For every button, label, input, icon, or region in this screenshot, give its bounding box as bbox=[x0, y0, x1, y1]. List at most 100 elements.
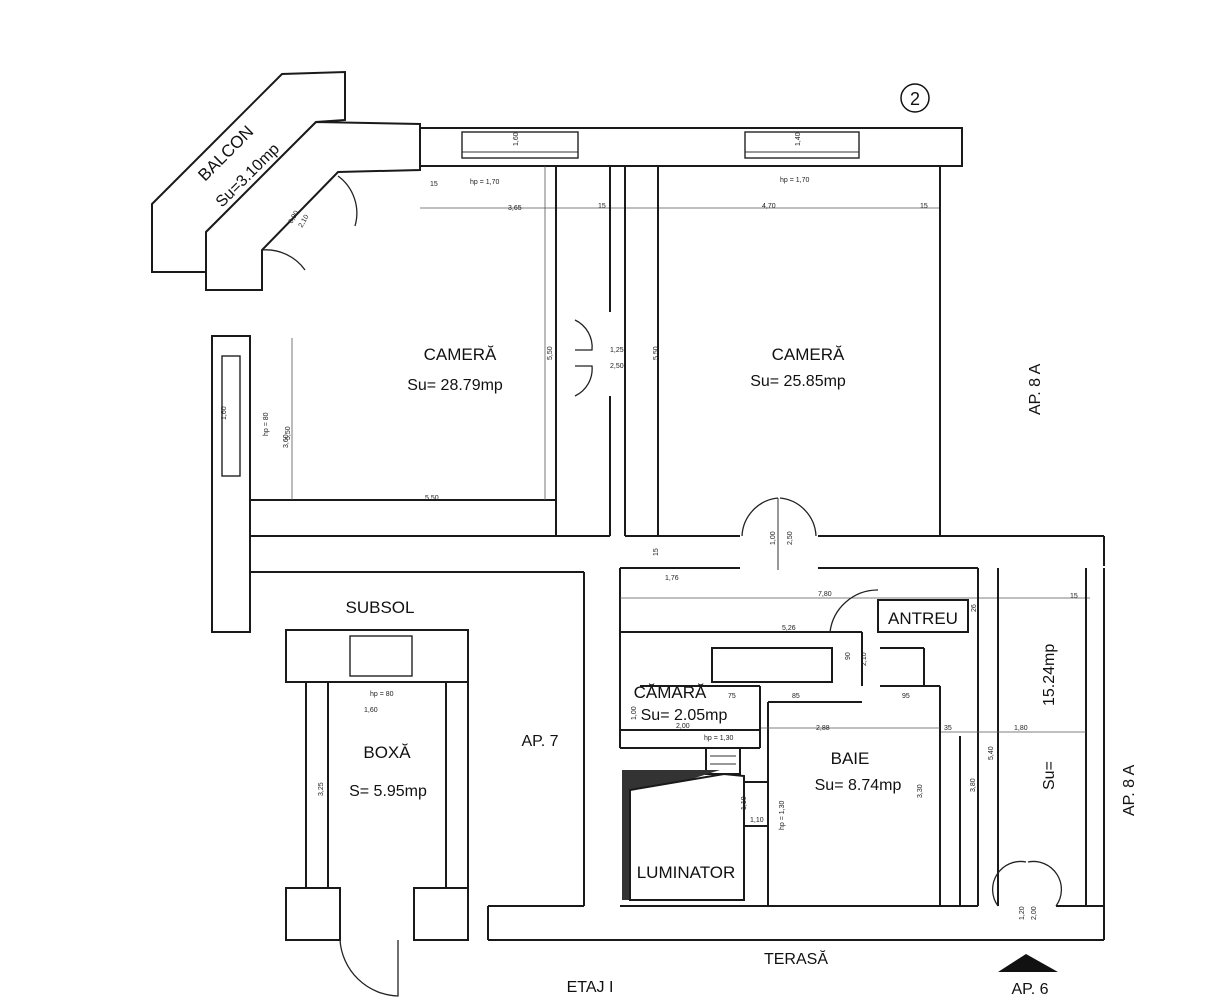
room-hol: 15.24mp Su= AP. 8 A 5,40 1,80 1,20 2,00 bbox=[940, 568, 1138, 920]
antreu-name: ANTREU bbox=[888, 609, 958, 628]
door-leaf-upper bbox=[574, 319, 593, 351]
camera1-right-label: 5,50 bbox=[547, 346, 554, 360]
neighbor-ap7: AP. 7 bbox=[521, 733, 558, 750]
terrace-wall: TERASĂ ETAJ I bbox=[487, 905, 1105, 996]
baie-top-wall-block bbox=[711, 647, 833, 683]
neighbor-ap6: AP. 6 bbox=[1011, 981, 1048, 998]
dim-26: 26 bbox=[971, 604, 978, 612]
boxa-area: S= 5.95mp bbox=[349, 783, 427, 800]
luminator-name: LUMINATOR bbox=[637, 863, 736, 882]
window-camera-2 bbox=[744, 131, 860, 159]
dim-90: 90 bbox=[845, 652, 852, 660]
door-width: 1,25 bbox=[610, 347, 624, 354]
balcony-door-dim-2: 2,10 bbox=[298, 214, 311, 229]
balcony-wall bbox=[205, 120, 421, 291]
dim-15-e: 15 bbox=[1070, 593, 1078, 600]
dim-85: 85 bbox=[792, 693, 800, 700]
neighbor-ap8a-top: AP. 8 A bbox=[1027, 363, 1044, 415]
boxa-name: BOXĂ bbox=[363, 743, 411, 762]
door-height: 2,50 bbox=[610, 363, 624, 370]
antreu-label-box bbox=[877, 599, 969, 633]
dim-176: 1,76 bbox=[665, 575, 679, 582]
camera2-area: Su= 25.85mp bbox=[750, 373, 846, 390]
dim-330: 3,30 bbox=[917, 784, 924, 798]
door2-width: 1,00 bbox=[770, 531, 777, 545]
door-leaf-lower bbox=[574, 365, 593, 397]
baie-name: BAIE bbox=[831, 749, 870, 768]
entrance-arrow-icon bbox=[998, 954, 1058, 972]
camera2-height-label: 5,50 bbox=[653, 346, 660, 360]
boxa-bottom-left-wall bbox=[285, 887, 341, 941]
ap6-entrance: AP. 6 bbox=[998, 954, 1058, 998]
room-boxa: SUBSOL hp = 80 1,60 3,25 BOXĂ S= 5.95mp bbox=[285, 598, 469, 997]
window-1-width: 1,60 bbox=[513, 132, 520, 146]
hol-door-right bbox=[1027, 860, 1063, 907]
camera1-bottom-label: 5,50 bbox=[425, 495, 439, 502]
room-camara: CĂMARĂ Su= 2.05mp 1,00 2,00 75 85 hp = 1… bbox=[620, 683, 800, 749]
luminator-step bbox=[705, 747, 741, 775]
hol-area-value: 15.24mp bbox=[1041, 644, 1058, 706]
baie-area: Su= 8.74mp bbox=[815, 777, 902, 794]
dim-15-a: 15 bbox=[430, 181, 438, 188]
subsol-label: SUBSOL bbox=[346, 598, 415, 617]
camera1-height-label: 5,50 bbox=[285, 426, 292, 440]
baie-window-sill: hp = 1,30 bbox=[779, 801, 786, 830]
room-camera-2: 5,50 CAMERĂ Su= 25.85mp AP. 8 A bbox=[624, 166, 1105, 566]
dim-110-b: 1,10 bbox=[750, 817, 764, 824]
window-2-sill-height: hp = 1,70 bbox=[780, 177, 809, 184]
boxa-bottom-right-wall bbox=[413, 887, 469, 941]
dim-camera1-width: 3,65 bbox=[508, 205, 522, 212]
luminator-window-block bbox=[743, 781, 769, 827]
dim-95: 95 bbox=[902, 693, 910, 700]
dim-15-b: 15 bbox=[598, 203, 606, 210]
balcony-door-swing-2 bbox=[261, 249, 306, 271]
door-camera1-camera2: 1,25 2,50 bbox=[574, 319, 624, 397]
room-baie: BAIE Su= 8.74mp 2,88 35 90 2,10 95 3,80 … bbox=[711, 632, 977, 906]
hol-door-height: 2,00 bbox=[1031, 906, 1038, 920]
boxa-height: 3,25 bbox=[318, 782, 325, 796]
dim-210: 2,10 bbox=[861, 652, 868, 666]
sheet-number-circle bbox=[900, 83, 930, 113]
dim-15-d: 15 bbox=[653, 548, 660, 556]
dim-380: 3,80 bbox=[970, 778, 977, 792]
left-window bbox=[221, 355, 241, 477]
boxa-door-swing bbox=[339, 939, 399, 997]
terrace-label: TERASĂ bbox=[764, 949, 828, 968]
window-2-width: 1,40 bbox=[795, 132, 802, 146]
window-1-sill-height: hp = 1,70 bbox=[470, 179, 499, 186]
camera1-name: CAMERĂ bbox=[424, 345, 497, 364]
floor-label: ETAJ I bbox=[567, 979, 614, 996]
hol-door-left bbox=[991, 860, 1027, 907]
sheet-number-marker: 2 bbox=[900, 83, 930, 113]
door-leaf-right bbox=[779, 497, 817, 537]
dim-540: 5,40 bbox=[988, 746, 995, 760]
hol-area-label: Su= bbox=[1041, 761, 1058, 790]
neighbor-ap8a-bottom: AP. 8 A bbox=[1121, 764, 1138, 816]
left-window-sill: hp = 80 bbox=[263, 412, 270, 436]
antreu-door-swing bbox=[829, 589, 879, 633]
left-window-width: 1,60 bbox=[221, 406, 228, 420]
dim-780: 7,80 bbox=[818, 591, 832, 598]
dim-526: 5,26 bbox=[782, 625, 796, 632]
door2-height: 2,50 bbox=[787, 531, 794, 545]
dim-35: 35 bbox=[944, 725, 952, 732]
boxa-window-width: 1,60 bbox=[364, 707, 378, 714]
left-exterior-wall: hp = 80 1,60 3,60 bbox=[211, 335, 585, 906]
boxa-window-sill: hp = 80 bbox=[370, 691, 394, 698]
boxa-window bbox=[349, 635, 413, 677]
camara-window-sill: hp = 1,30 bbox=[704, 735, 733, 742]
camara-height: 1,00 bbox=[631, 706, 638, 720]
camera2-name: CAMERĂ bbox=[772, 345, 845, 364]
dim-180: 1,80 bbox=[1014, 725, 1028, 732]
balcony: BALCON Su=3.10mp 0,90 2,10 bbox=[151, 70, 421, 291]
dim-110: 1,10 bbox=[741, 796, 748, 810]
dim-camera2-width: 4,70 bbox=[762, 203, 776, 210]
camara-width: 2,00 bbox=[676, 723, 690, 730]
hol-door-width: 1,20 bbox=[1019, 906, 1026, 920]
sheet-number: 2 bbox=[910, 89, 920, 109]
room-antreu: ANTREU 1,76 7,80 5,26 26 15 bbox=[619, 567, 1090, 748]
dim-15-c: 15 bbox=[920, 203, 928, 210]
camara-area: Su= 2.05mp bbox=[641, 707, 728, 724]
door-leaf-left bbox=[741, 497, 779, 537]
